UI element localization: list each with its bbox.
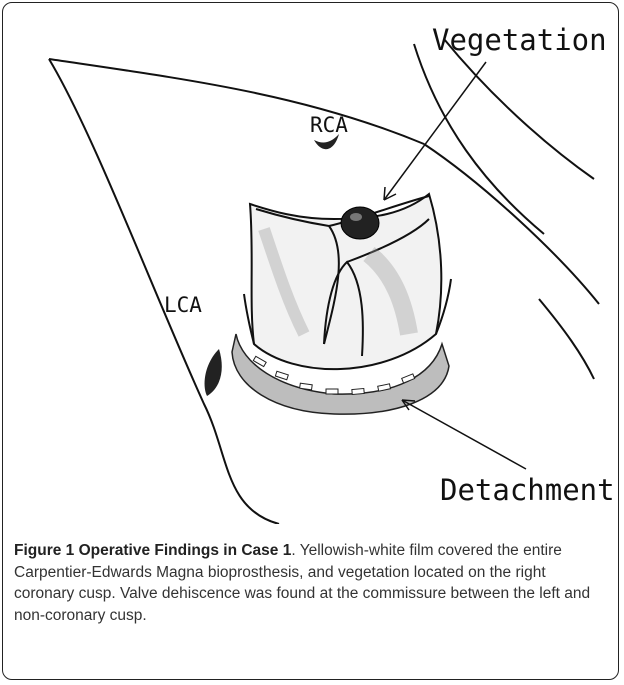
- rca-label: RCA: [310, 113, 348, 137]
- vegetation-label: Vegetation: [432, 23, 607, 57]
- caption-title: Figure 1 Operative Findings in Case 1: [14, 542, 291, 559]
- figure-caption: Figure 1 Operative Findings in Case 1. Y…: [14, 540, 610, 626]
- vegetation-mass: [341, 207, 379, 239]
- lca-ostium: [205, 349, 222, 396]
- valve-illustration: Vegetation RCA LCA Detachment: [4, 4, 616, 524]
- detachment-label: Detachment: [440, 473, 615, 507]
- lca-label: LCA: [164, 293, 202, 317]
